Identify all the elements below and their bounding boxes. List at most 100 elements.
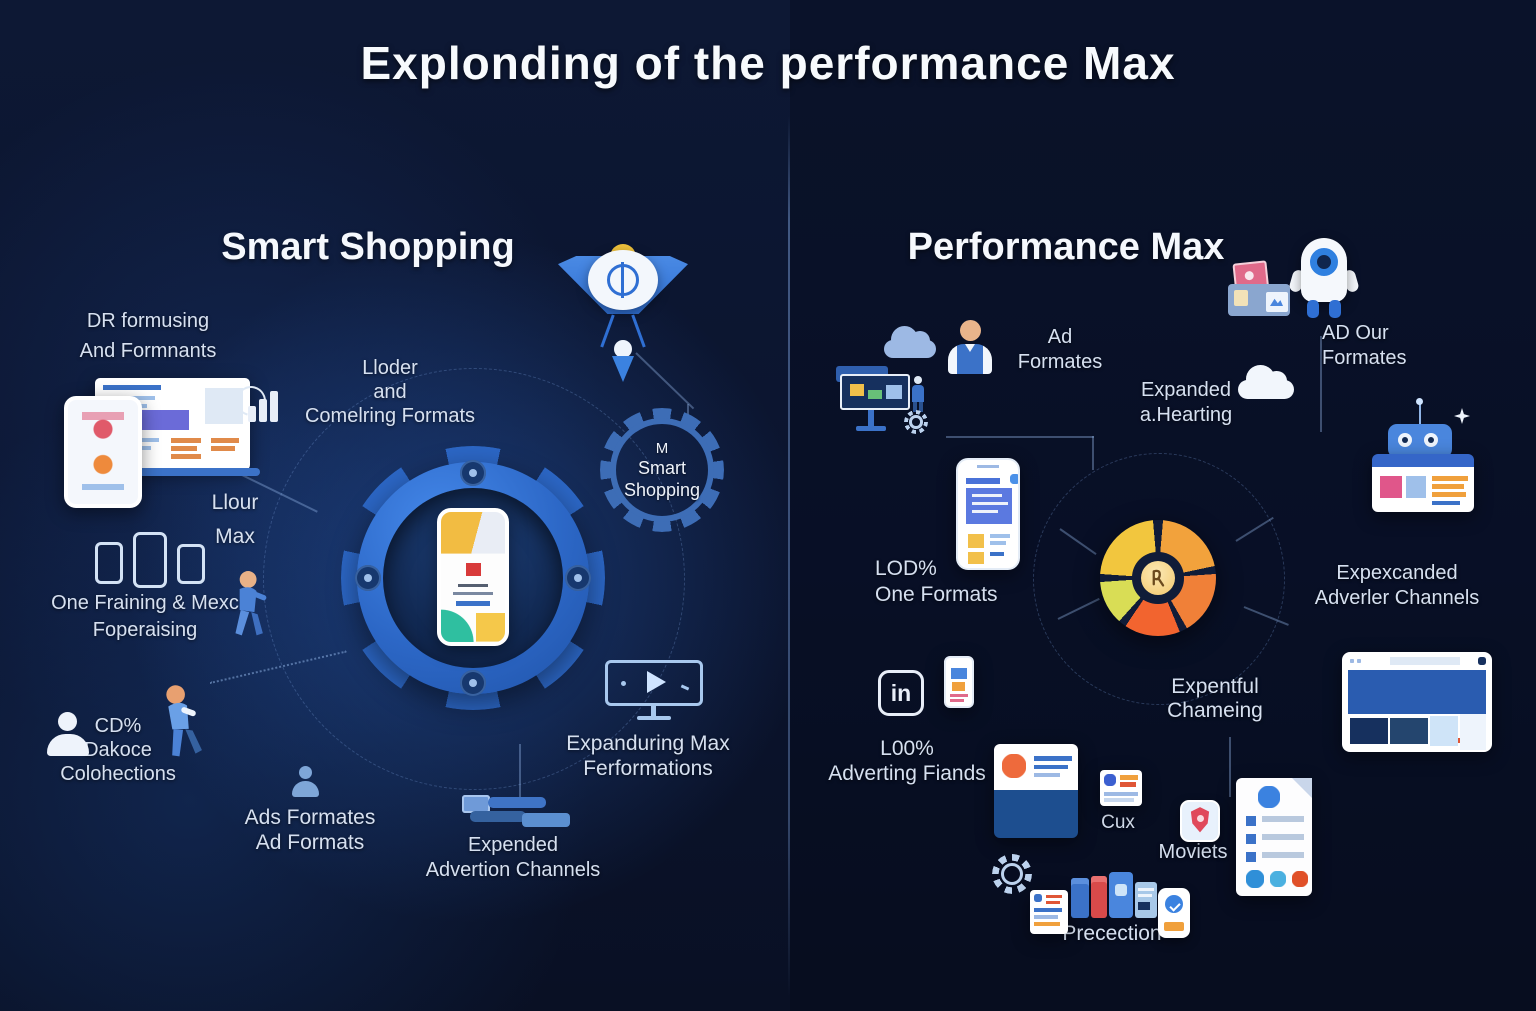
label-line: Ads Formates xyxy=(244,806,376,829)
mini-gear-icon xyxy=(904,410,928,434)
smart-shopping-gear xyxy=(341,446,605,710)
rocket-leg xyxy=(631,314,646,348)
gear-badge-text: M Smart Shopping xyxy=(600,408,724,532)
label-precection: Precection xyxy=(1032,922,1192,946)
robot-head xyxy=(1388,424,1452,458)
label-dr-formusing: DR formusing And Formnants xyxy=(28,306,268,366)
rocket-leg xyxy=(600,314,615,348)
label-ad-formates: Ad Formates xyxy=(980,325,1140,375)
folder-doc xyxy=(1234,290,1248,306)
rocket-foot xyxy=(1329,300,1341,318)
website-mockup xyxy=(1342,652,1492,752)
person-icon xyxy=(288,766,322,800)
badge-card-icon xyxy=(1158,888,1190,938)
badge-bar xyxy=(1164,922,1184,931)
bar-chart-icon xyxy=(248,406,256,422)
rocket-foot xyxy=(1307,300,1319,318)
cloud-icon xyxy=(1238,364,1294,399)
smart-shopping-badge-gear: M Smart Shopping xyxy=(600,408,724,532)
phone-tile xyxy=(1109,872,1133,918)
gear-node-icon xyxy=(460,670,486,696)
label-line: Moviets xyxy=(1158,841,1228,863)
dashed-ring xyxy=(263,368,685,790)
gear-node-icon xyxy=(355,565,381,591)
label-line: Adverler Channels xyxy=(1314,587,1480,609)
label-line: a.Hearting xyxy=(1139,404,1233,426)
business-card-mockup xyxy=(994,744,1078,838)
sparkle-icon xyxy=(1454,408,1470,424)
tiny-person-head xyxy=(914,376,922,384)
label-line: L00% xyxy=(880,737,934,760)
walking-person-icon xyxy=(222,570,270,648)
laptop-base xyxy=(88,468,260,476)
label-line: Expexcanded xyxy=(1336,562,1458,584)
right-panel-title: Performance Max xyxy=(907,226,1225,268)
rocket-character-icon xyxy=(1288,234,1360,322)
avatar-collar xyxy=(965,344,975,352)
label-line: Dakoce xyxy=(84,739,152,761)
label-cux: Cux xyxy=(1078,812,1158,834)
gear-node-icon xyxy=(460,460,486,486)
phone-mockup xyxy=(64,396,142,508)
photo-thumb xyxy=(1266,292,1288,312)
gear-phone-mockup xyxy=(437,508,509,646)
silhouette-head xyxy=(58,712,77,731)
label-line: Ferformations xyxy=(583,757,713,780)
connector-line xyxy=(946,436,1094,438)
bar xyxy=(488,797,546,808)
gear-ring xyxy=(1000,862,1024,886)
gear-node-icon xyxy=(565,565,591,591)
analytics-monitor-group xyxy=(836,364,956,436)
person-body xyxy=(292,781,319,797)
connector-line xyxy=(1092,436,1094,470)
rocket-eye xyxy=(1310,248,1338,276)
label-line: M xyxy=(655,439,669,457)
tiny-person-leg xyxy=(919,402,923,412)
document-fold-corner xyxy=(1292,778,1312,798)
light-gear-icon xyxy=(992,854,1032,894)
linkedin-text: in xyxy=(890,679,912,706)
label-line: Expended xyxy=(467,834,559,856)
linkedin-icon: in xyxy=(878,670,924,716)
label-loo-one-formats: LOD% One Formats xyxy=(875,556,1075,608)
monitor-base xyxy=(856,426,886,431)
book-spine xyxy=(1091,876,1107,918)
label-line: One Formats xyxy=(875,583,998,606)
label-line: Advertion Channels xyxy=(425,859,601,881)
label-expended: Expended Advertion Channels xyxy=(373,833,653,883)
label-expanded-hearting: Expanded a.Hearting xyxy=(1086,378,1286,428)
label-line: Llour xyxy=(211,491,259,514)
label-line: Ad Formats xyxy=(255,831,365,854)
tiny-person-body xyxy=(912,385,924,402)
cux-card-mockup xyxy=(1100,770,1142,806)
page-title: Explonding of the performance Max xyxy=(360,37,1176,89)
left-panel-title: Smart Shopping xyxy=(221,226,515,268)
rocket-body xyxy=(1301,238,1347,302)
label-expanduring: Expanduring Max Ferformations xyxy=(508,731,788,781)
antenna-dot xyxy=(1416,398,1423,405)
panel-divider xyxy=(788,116,790,996)
photo-mountains xyxy=(1270,298,1283,306)
bar-chart-icon xyxy=(270,391,278,422)
label-line: DR formusing xyxy=(86,310,210,332)
channel-bars-icon xyxy=(462,791,572,833)
label-line: Expentful xyxy=(1171,675,1259,698)
label-line: Cux xyxy=(1101,812,1135,833)
video-monitor-icon xyxy=(605,660,705,722)
person-head xyxy=(299,766,312,779)
shield-check-icon xyxy=(1165,895,1183,913)
pie-center xyxy=(1140,560,1176,596)
monitor-stand xyxy=(651,706,656,716)
photo-face xyxy=(1244,270,1255,281)
phone-tile-icon xyxy=(1115,884,1127,896)
precection-group-icon xyxy=(1071,870,1163,920)
gear-ring xyxy=(909,415,923,429)
label-expexcanded: Expexcanded Adverler Channels xyxy=(1277,561,1517,611)
dashed-ring xyxy=(1033,453,1285,705)
label-line: AD Our xyxy=(1322,322,1389,344)
mini-phone-icon xyxy=(944,656,974,708)
label-line: Colohections xyxy=(60,763,176,785)
label-line: Shopping xyxy=(623,479,701,500)
label-line: One Fraining & Mexc xyxy=(51,592,239,614)
